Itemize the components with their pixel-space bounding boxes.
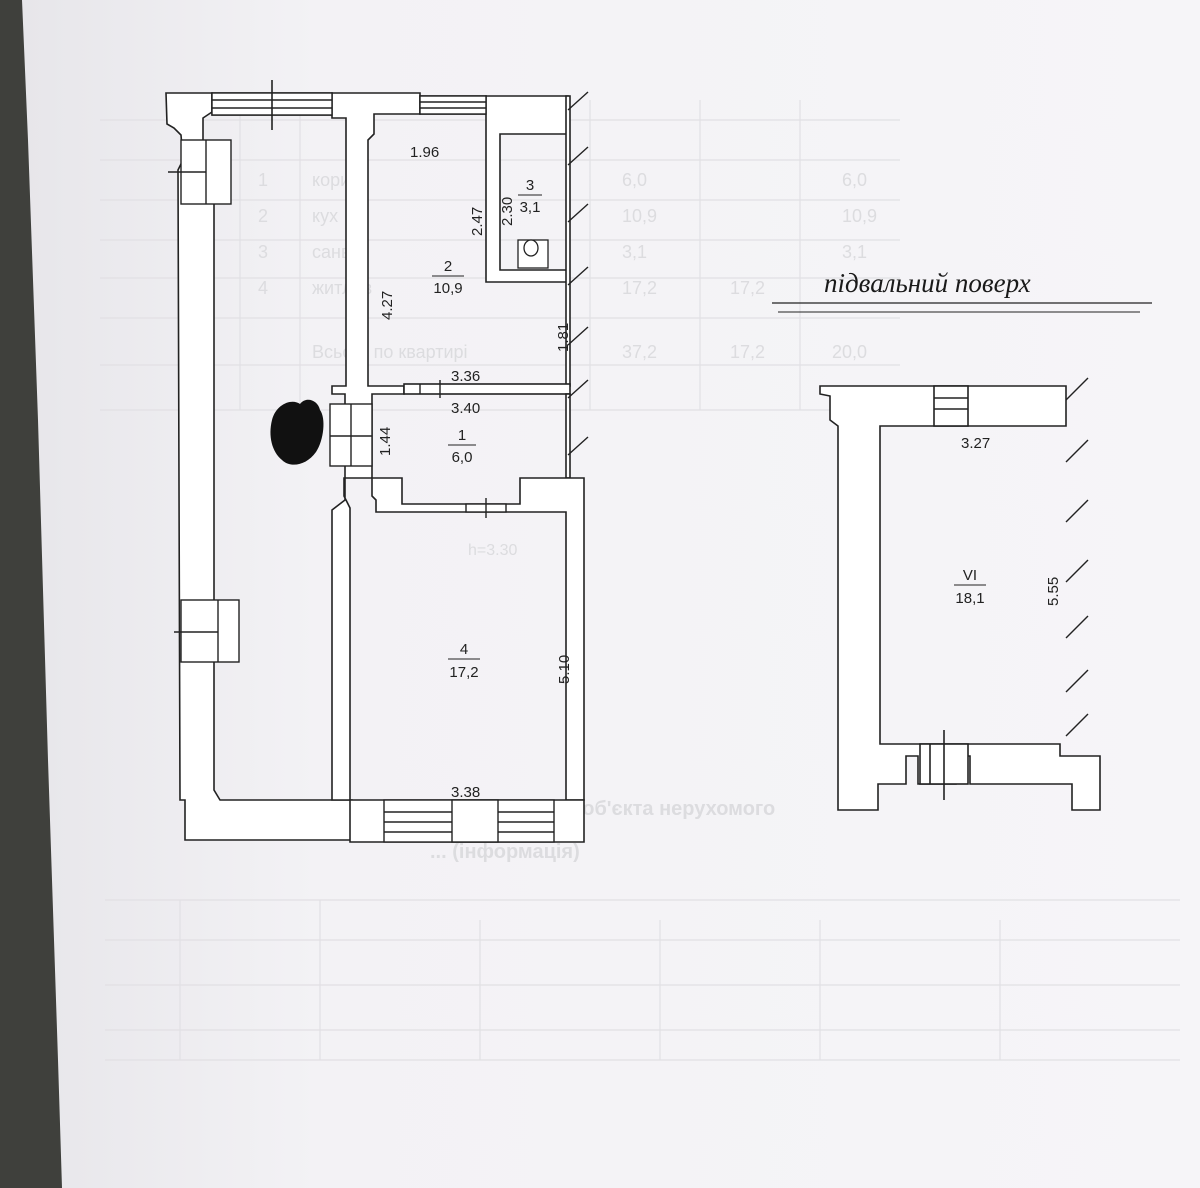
faint-value: 17,2 — [730, 278, 765, 298]
window-top-room2 — [419, 95, 487, 115]
toilet-icon — [517, 239, 549, 269]
faint-row-number: 1 — [258, 170, 268, 190]
faint-value: 3,1 — [842, 242, 867, 262]
wall-room2-room1 — [403, 383, 571, 395]
central-partition-wall — [331, 92, 421, 801]
room-area: 6,0 — [452, 449, 473, 466]
dim-room4-bottom: 3.38 — [451, 784, 480, 801]
room-area: 3,1 — [520, 199, 541, 216]
room-number: VI — [963, 567, 977, 584]
room-area: 17,2 — [449, 664, 478, 681]
room-number: 4 — [460, 641, 468, 658]
room-number: 3 — [526, 177, 534, 194]
dim-room2-left: 4.27 — [379, 291, 396, 320]
room-area: 18,1 — [955, 590, 984, 607]
faint-total: 20,0 — [832, 342, 867, 362]
dim-room3-outer: 2.47 — [469, 207, 486, 236]
bottom-pier — [451, 799, 499, 843]
dim-room2-bottom: 3.36 — [451, 368, 480, 385]
faint-row-text: кух — [312, 206, 338, 226]
redaction-blot — [270, 399, 324, 465]
faint-value: 10,9 — [622, 206, 657, 226]
dim-room1-left: 1.44 — [377, 427, 394, 456]
room-number: 1 — [458, 427, 466, 444]
faint-row-number: 3 — [258, 242, 268, 262]
paper-sheet — [22, 0, 1200, 1188]
faint-value: 6,0 — [622, 170, 647, 190]
dim-room2-top: 1.96 — [410, 144, 439, 161]
faint-value: 10,9 — [842, 206, 877, 226]
room-area: 10,9 — [433, 280, 462, 297]
main-plan-labels: 1.96 4.27 1.81 2.47 2.30 3.36 3.40 1.44 … — [377, 144, 573, 801]
faint-lower-heading: ... (інформація) — [430, 841, 580, 863]
window-left-lower — [180, 599, 240, 663]
faint-row-number: 4 — [258, 278, 268, 298]
room-number: 2 — [444, 258, 452, 275]
dim-room3-inner: 2.30 — [499, 197, 516, 226]
basement-plan — [819, 385, 1101, 811]
faint-total: 37,2 — [622, 342, 657, 362]
faint-value: 3,1 — [622, 242, 647, 262]
dim-room4-right: 5.10 — [556, 655, 573, 684]
faint-total-label: Всього по квартирі — [312, 342, 468, 362]
basement-labels: 3.27 5.55 VI 18,1 — [954, 435, 1062, 607]
main-plan-openings — [168, 80, 555, 843]
dim-basement-top: 3.27 — [961, 435, 990, 452]
basement-window-top — [933, 385, 969, 427]
faint-value: 6,0 — [842, 170, 867, 190]
faint-lower-heading: ... об'єкта нерухомого — [560, 798, 775, 820]
faint-row-text: кори — [312, 170, 350, 190]
faint-row-number: 2 — [258, 206, 268, 226]
dim-room1-top: 3.40 — [451, 400, 480, 417]
dim-basement-right: 5.55 — [1045, 577, 1062, 606]
exterior-hatch-marks — [567, 91, 589, 456]
faint-height-note: h=3.30 — [468, 542, 517, 559]
basement-title: підвальний поверх — [824, 268, 1031, 298]
basement-hatch-marks — [1065, 377, 1089, 737]
faint-value: 17,2 — [622, 278, 657, 298]
faint-total: 17,2 — [730, 342, 765, 362]
room1-right-wall — [565, 393, 571, 479]
dim-room2-right: 1.81 — [555, 323, 572, 352]
